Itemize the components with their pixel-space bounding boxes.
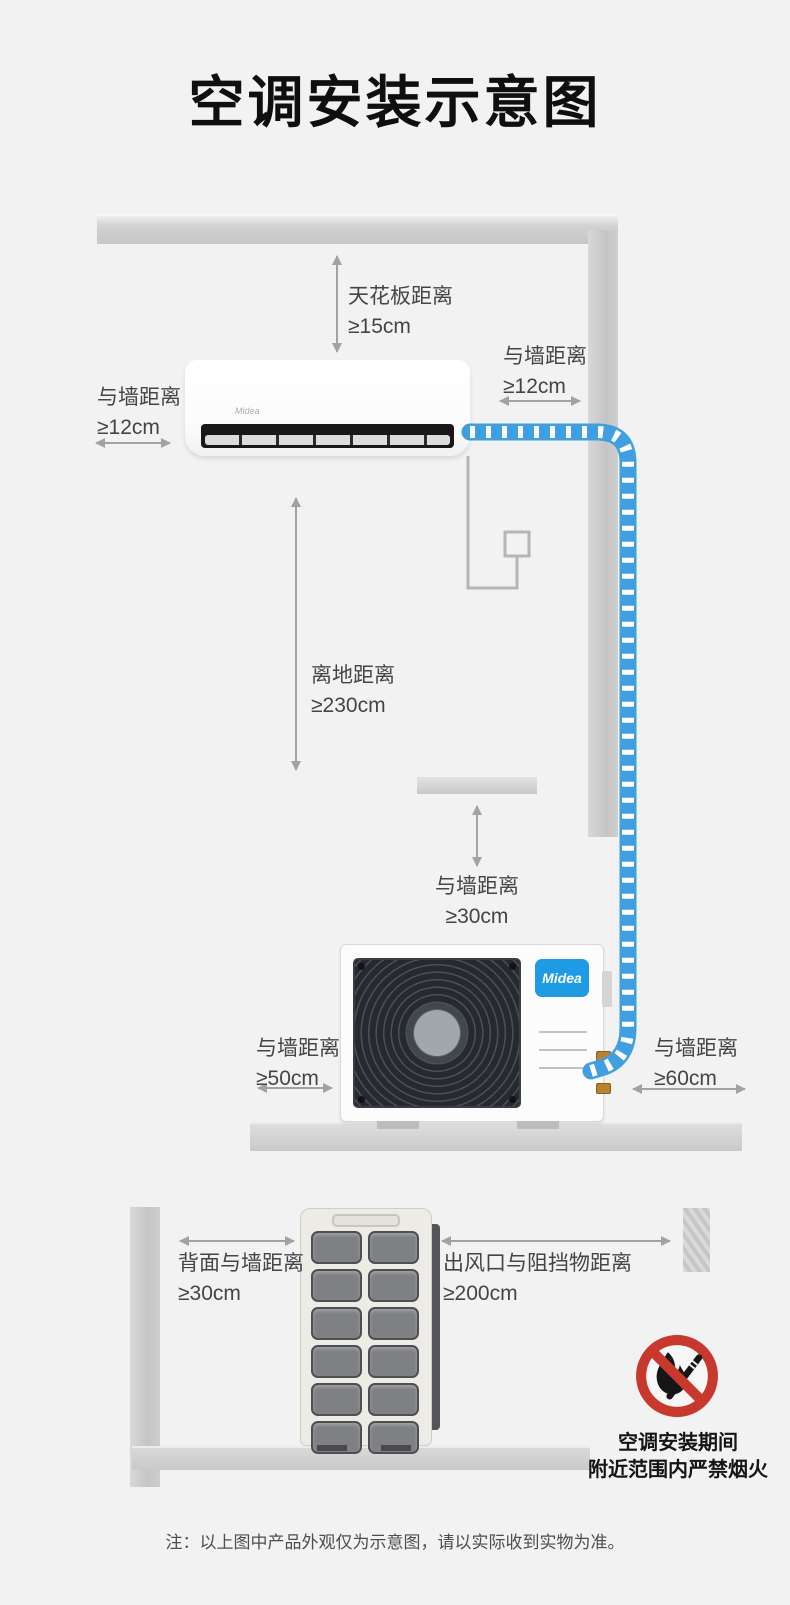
back-grille xyxy=(311,1231,419,1454)
pipe-fitting xyxy=(596,1083,611,1094)
screw-icon xyxy=(509,963,516,970)
midea-badge: Midea xyxy=(535,959,589,997)
unit-handle xyxy=(332,1214,400,1227)
ceiling-distance-arrow xyxy=(332,255,342,353)
right-wall xyxy=(588,230,618,837)
right-wall-distance-label: 与墙距离 ≥12cm xyxy=(503,345,587,398)
power-cable xyxy=(466,456,519,590)
midea-logo: Midea xyxy=(235,406,260,416)
unit-foot xyxy=(317,1445,347,1451)
outdoor-platform xyxy=(250,1122,742,1151)
grille-slot xyxy=(311,1345,362,1378)
grille-slot xyxy=(311,1383,362,1416)
floor-distance-arrow xyxy=(291,497,301,771)
outdoor-unit: Midea xyxy=(340,944,612,1129)
outdoor-left-distance-label: 与墙距离 ≥50cm xyxy=(256,1037,340,1090)
grille-slot xyxy=(368,1269,419,1302)
grille-slot xyxy=(311,1269,362,1302)
unit-foot xyxy=(377,1121,419,1129)
outdoor-top-distance-arrow xyxy=(472,805,482,867)
side-view-outdoor-unit xyxy=(300,1208,432,1454)
ceiling-distance-label: 天花板距离 ≥15cm xyxy=(348,285,453,338)
indoor-unit: Midea xyxy=(185,360,470,456)
outdoor-left-distance-arrow xyxy=(257,1083,333,1093)
pipe-fitting xyxy=(596,1051,611,1062)
power-socket xyxy=(503,530,531,558)
outlet-distance-label: 出风口与阻挡物距离 ≥200cm xyxy=(443,1252,632,1305)
grille-slot xyxy=(311,1231,362,1264)
grille-slot xyxy=(368,1345,419,1378)
unit-foot xyxy=(381,1445,411,1451)
outdoor-right-distance-label: 与墙距离 ≥60cm xyxy=(654,1037,738,1090)
page-title: 空调安装示意图 xyxy=(188,71,602,134)
grille-slot xyxy=(311,1307,362,1340)
back-wall-distance-arrow xyxy=(179,1236,295,1246)
side-vent-lines xyxy=(539,1031,587,1085)
unit-foot xyxy=(517,1121,559,1129)
back-wall-distance-label: 背面与墙距离 ≥30cm xyxy=(178,1252,304,1305)
fan-grille xyxy=(353,958,521,1108)
no-fire-warning-text: 空调安装期间 附近范围内严禁烟火 xyxy=(588,1432,768,1481)
screw-icon xyxy=(509,1096,516,1103)
left-wall-distance-label: 与墙距离 ≥12cm xyxy=(97,386,181,439)
left-wall xyxy=(130,1207,160,1487)
outdoor-top-distance-label: 与墙距离 ≥30cm xyxy=(435,875,519,928)
obstruction-wall xyxy=(683,1208,710,1272)
no-open-flame-icon xyxy=(636,1335,718,1417)
outlet-distance-arrow xyxy=(441,1236,671,1246)
screw-icon xyxy=(358,963,365,970)
screw-icon xyxy=(358,1096,365,1103)
floor-distance-label: 离地距离 ≥230cm xyxy=(311,664,395,717)
disclaimer-note: 注：以上图中产品外观仅为示意图，请以实际收到实物为准。 xyxy=(165,1533,625,1552)
overhang-wall xyxy=(417,777,537,794)
indoor-vent xyxy=(201,424,454,448)
grille-slot xyxy=(368,1307,419,1340)
right-wall-distance-arrow xyxy=(499,396,581,406)
left-wall-distance-arrow xyxy=(95,438,171,448)
outdoor-right-distance-arrow xyxy=(632,1084,746,1094)
mounting-bracket xyxy=(602,971,612,1007)
grille-slot xyxy=(368,1231,419,1264)
grille-slot xyxy=(368,1383,419,1416)
ceiling-bar xyxy=(97,214,618,244)
